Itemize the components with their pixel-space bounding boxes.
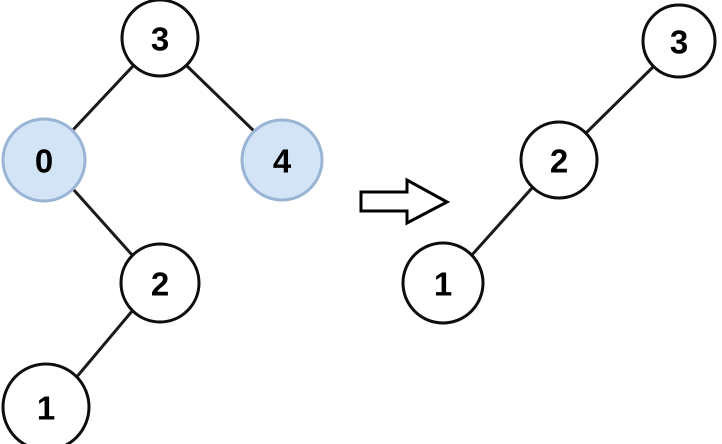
tree-node-l0[interactable]: 0 — [1, 117, 87, 203]
output-tree-edges — [469, 65, 655, 258]
node-value-label: 2 — [550, 143, 568, 180]
node-value-label: 0 — [35, 143, 53, 180]
tree-edge-r2-r3 — [584, 65, 655, 135]
transform-arrow-group — [359, 177, 451, 226]
tree-node-l4[interactable]: 4 — [240, 118, 324, 202]
node-value-label: 2 — [151, 266, 169, 303]
tree-node-r3[interactable]: 3 — [641, 3, 717, 79]
node-value-label: 3 — [670, 24, 688, 61]
tree-node-r1[interactable]: 1 — [401, 241, 485, 325]
node-value-label: 3 — [151, 21, 169, 58]
tree-edge-l3-l0 — [69, 64, 135, 134]
tree-node-l1[interactable]: 1 — [1, 362, 91, 444]
tree-edge-l0-l2 — [71, 187, 135, 258]
node-circle[interactable] — [119, 242, 201, 324]
input-tree-nodes: 3 0 4 2 1 — [1, 0, 324, 444]
node-value-label: 4 — [273, 143, 292, 180]
tree-edge-r1-r2 — [469, 186, 534, 258]
right-arrow-icon — [359, 177, 451, 226]
node-circle[interactable] — [240, 118, 324, 202]
node-value-label: 1 — [434, 266, 452, 303]
tree-edge-l2-l1 — [73, 308, 135, 381]
tree-node-l2[interactable]: 2 — [119, 242, 201, 324]
tree-node-r2[interactable]: 2 — [519, 120, 599, 200]
node-value-label: 1 — [37, 390, 55, 427]
node-circle[interactable] — [1, 362, 91, 444]
tree-edge-l3-l4 — [185, 64, 257, 134]
output-tree-nodes: 3 2 1 — [401, 3, 717, 325]
tree-node-l3[interactable]: 3 — [120, 0, 200, 78]
node-circle[interactable] — [120, 0, 200, 78]
node-circle[interactable] — [401, 241, 485, 325]
node-circle[interactable] — [641, 3, 717, 79]
input-tree-edges — [69, 64, 257, 381]
node-circle[interactable] — [519, 120, 599, 200]
node-circle[interactable] — [1, 117, 87, 203]
